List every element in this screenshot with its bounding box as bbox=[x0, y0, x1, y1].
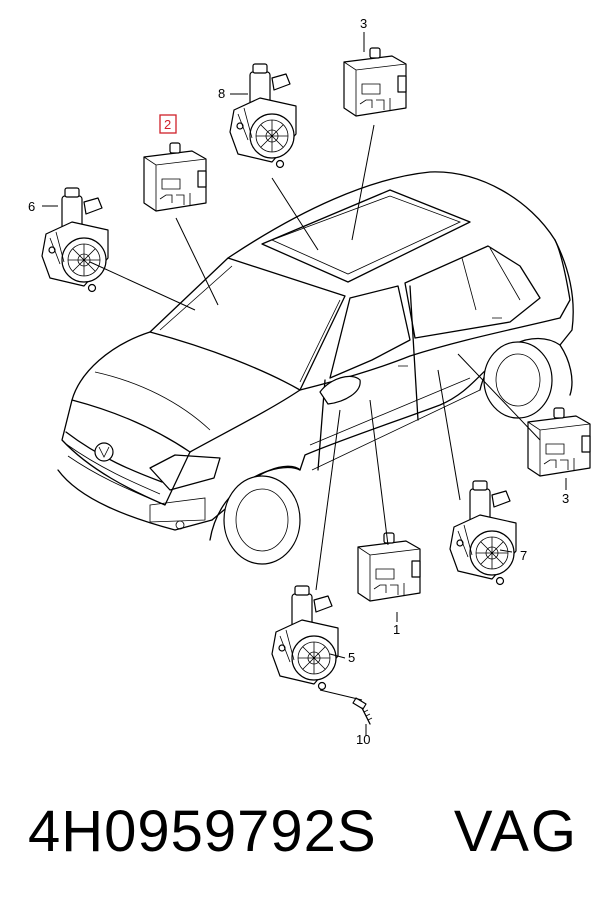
callout-3-top: 3 bbox=[360, 16, 367, 31]
control-unit-2 bbox=[143, 142, 207, 212]
control-unit-front-1 bbox=[357, 532, 421, 602]
window-motor-front-left-6 bbox=[41, 187, 109, 293]
exploded-parts-diagram: 3 8 2 6 3 7 1 5 10 bbox=[28, 16, 591, 747]
control-unit-rear-3 bbox=[527, 407, 591, 477]
leader-lines bbox=[42, 32, 567, 736]
vehicle-illustration bbox=[57, 171, 574, 565]
brand-label: VAG bbox=[453, 799, 578, 864]
callout-7: 7 bbox=[520, 548, 527, 563]
bolt-10 bbox=[352, 697, 373, 725]
callout-8: 8 bbox=[218, 86, 225, 101]
window-motor-front-5 bbox=[271, 585, 339, 691]
callout-6: 6 bbox=[28, 199, 35, 214]
control-unit-roof-3 bbox=[343, 47, 407, 117]
callout-2-highlight-box bbox=[159, 114, 177, 134]
callout-3-side: 3 bbox=[562, 491, 569, 506]
callout-1: 1 bbox=[393, 622, 400, 637]
callout-10: 10 bbox=[356, 732, 370, 747]
window-motor-rear-right-8 bbox=[229, 63, 297, 169]
callout-5: 5 bbox=[348, 650, 355, 665]
callout-2: 2 bbox=[164, 117, 171, 132]
part-number-label: 4H0959792S bbox=[28, 799, 377, 864]
